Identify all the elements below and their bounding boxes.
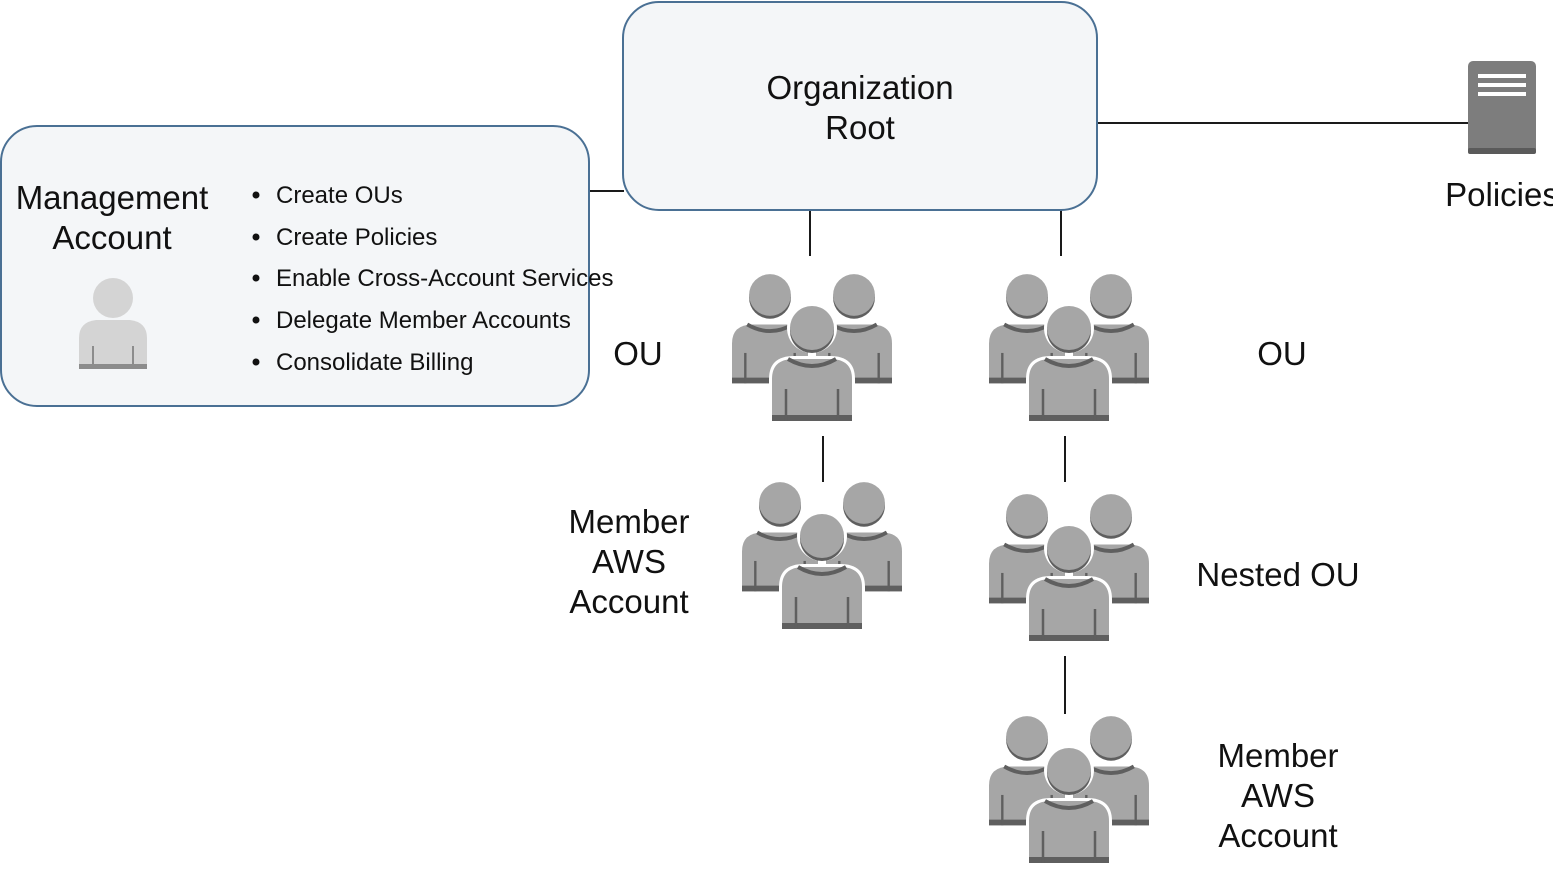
capability-item: Create OUs [276, 182, 403, 209]
capability-item: Consolidate Billing [276, 349, 473, 376]
right-member-label-line-1: Member [1217, 737, 1338, 774]
left-member-label-line-1: Member [568, 503, 689, 540]
capability-item: Enable Cross-Account Services [276, 265, 613, 292]
right-member-label-line-3: Account [1218, 817, 1337, 854]
organization-root-box [622, 1, 1098, 211]
right-branch-labels: OU Nested OU Member AWS Account [1196, 335, 1359, 854]
left-member-label-line-3: Account [569, 583, 688, 620]
server-icon [1468, 61, 1536, 154]
nested-ou-group-icon[interactable] [986, 491, 1152, 644]
user-icon [79, 278, 147, 369]
capability-item: Delegate Member Accounts [276, 307, 571, 334]
capability-item: Create Policies [276, 224, 437, 251]
connectors [589, 122, 1470, 714]
right-member-label-line-2: AWS [1241, 777, 1315, 814]
bullet [252, 316, 260, 324]
bullet [252, 233, 260, 241]
bullet [252, 191, 260, 199]
organization-root-label-line-2: Root [825, 109, 895, 146]
right-ou-label: OU [1257, 335, 1307, 372]
management-account-node[interactable]: Management Account Create OUs Create Pol… [0, 125, 613, 407]
left-member-account-icon[interactable] [739, 479, 905, 632]
left-branch-labels: OU Member AWS Account [568, 335, 689, 620]
left-member-label-line-2: AWS [592, 543, 666, 580]
management-account-box [0, 125, 590, 407]
left-ou-label: OU [613, 335, 663, 372]
policies-label: Policies [1445, 176, 1553, 213]
policies-node[interactable]: Policies [1445, 61, 1553, 213]
management-account-title-line-1: Management [16, 179, 209, 216]
right-member-account-icon[interactable] [986, 713, 1152, 866]
left-ou-group-icon[interactable] [729, 271, 895, 424]
nested-ou-label: Nested OU [1196, 556, 1359, 593]
bullet [252, 358, 260, 366]
organization-root-node[interactable]: Organization Root [622, 1, 1098, 211]
right-ou-group-icon[interactable] [986, 271, 1152, 424]
management-capabilities-list: Create OUs Create Policies Enable Cross-… [252, 182, 613, 376]
group-icons [729, 271, 1152, 866]
bullet [252, 274, 260, 282]
organization-root-label-line-1: Organization [766, 69, 953, 106]
management-account-title-line-2: Account [52, 219, 171, 256]
